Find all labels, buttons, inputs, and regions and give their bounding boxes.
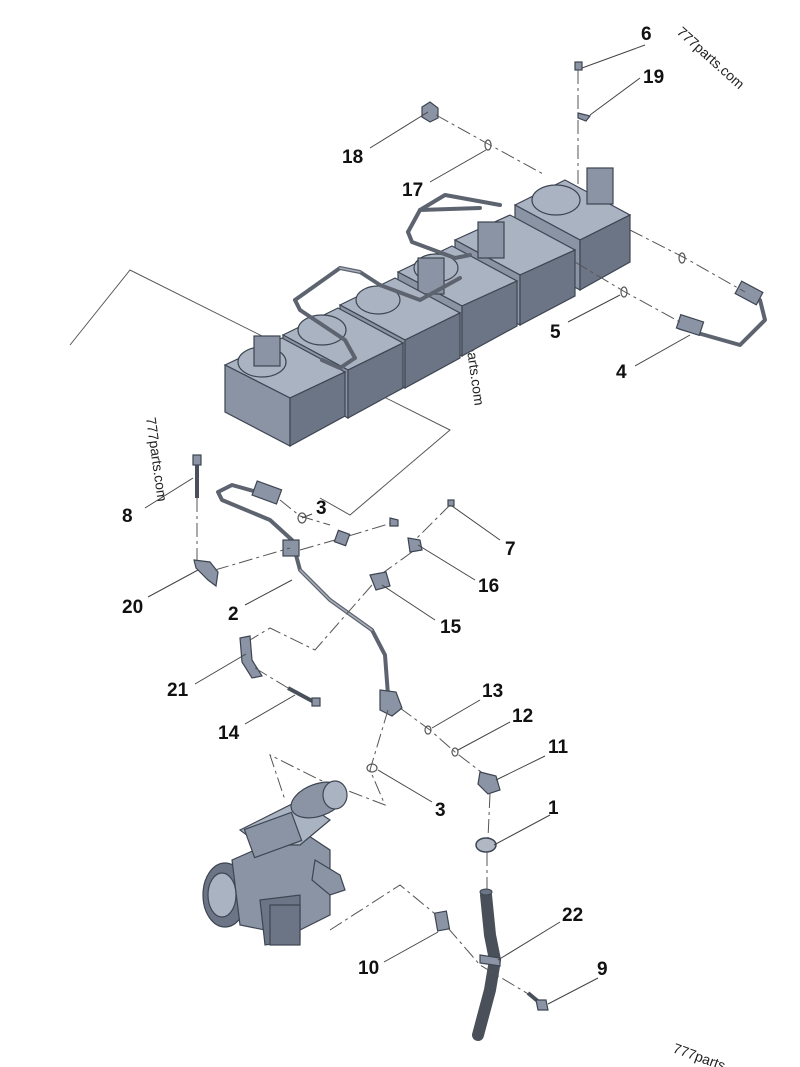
callout-14: 14 bbox=[218, 723, 240, 744]
callout-8: 8 bbox=[122, 506, 133, 527]
callout-3-upper: 3 bbox=[316, 498, 327, 519]
clamp-16 bbox=[407, 537, 423, 553]
callout-2: 2 bbox=[228, 604, 239, 625]
fitting-10 bbox=[433, 910, 451, 932]
pump-housing-assembly bbox=[69, 167, 632, 516]
callout-7: 7 bbox=[505, 539, 516, 560]
callout-11: 11 bbox=[548, 737, 569, 758]
bolt-6 bbox=[574, 61, 583, 71]
fitting-11 bbox=[477, 771, 501, 795]
callout-15: 15 bbox=[440, 617, 462, 638]
bracket-20 bbox=[193, 559, 219, 588]
callout-21: 21 bbox=[167, 680, 189, 701]
leader-lines bbox=[144, 44, 691, 1005]
callout-6: 6 bbox=[641, 24, 652, 45]
callout-22: 22 bbox=[562, 905, 583, 926]
hose-22 bbox=[472, 888, 502, 1041]
plug-18 bbox=[421, 101, 439, 123]
watermark-bottom-right: 777parts bbox=[671, 1040, 728, 1067]
callout-4: 4 bbox=[616, 362, 627, 383]
watermark-top-right: 777parts.com bbox=[674, 23, 748, 92]
clip-1 bbox=[475, 837, 497, 853]
bolt-7 bbox=[447, 499, 455, 507]
callout-9: 9 bbox=[597, 959, 608, 980]
callout-16: 16 bbox=[478, 576, 499, 597]
callout-20: 20 bbox=[122, 597, 143, 618]
callout-10: 10 bbox=[358, 958, 379, 979]
bolt-9 bbox=[526, 991, 549, 1011]
clamp-15 bbox=[369, 571, 391, 591]
callout-12: 12 bbox=[512, 706, 533, 727]
callout-17: 17 bbox=[402, 180, 423, 201]
bracket-21 bbox=[239, 635, 263, 679]
bolt-14 bbox=[287, 686, 321, 707]
callout-labels: 1 2 3 3 4 5 6 7 8 9 10 11 12 13 14 15 16… bbox=[122, 24, 664, 980]
callout-18: 18 bbox=[342, 147, 363, 168]
callout-5: 5 bbox=[550, 322, 561, 343]
fuel-pump bbox=[202, 780, 348, 946]
callout-1: 1 bbox=[548, 798, 559, 819]
fuel-line-4 bbox=[675, 280, 767, 347]
watermark-left: 777parts.com bbox=[143, 416, 171, 502]
housing-block-1 bbox=[223, 335, 347, 448]
callout-3-lower: 3 bbox=[435, 800, 446, 821]
fuel-tube-2 bbox=[216, 480, 403, 717]
callout-19: 19 bbox=[643, 67, 664, 88]
callout-13: 13 bbox=[482, 681, 503, 702]
bolt-8 bbox=[192, 454, 202, 498]
